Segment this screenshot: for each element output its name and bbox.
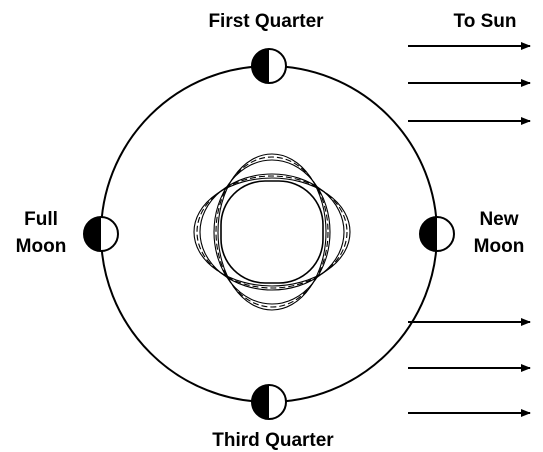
moon-orbit [100, 65, 438, 403]
tidal-bulge-horizontal-mid [196, 175, 348, 289]
label-full-moon-line1: Full [24, 209, 58, 230]
earth-tidal-bulges [193, 153, 351, 311]
label-new-moon-line1: New [479, 209, 518, 230]
tidal-bulge-vertical-outer [217, 153, 327, 311]
moon-third-quarter [251, 384, 287, 420]
moon-new-moon [419, 216, 455, 252]
sun-arrows-bottom [408, 318, 531, 417]
label-new-moon-line2: Moon [474, 236, 525, 257]
tidal-bulge-horizontal-outer [193, 177, 351, 287]
earth [220, 180, 324, 284]
label-full-moon-line2: Moon [16, 236, 67, 257]
tidal-bulge-horizontal-inner [199, 173, 345, 291]
label-third-quarter: Third Quarter [212, 430, 334, 451]
moon-first-quarter [251, 48, 287, 84]
label-to-sun: To Sun [454, 11, 517, 32]
sun-arrows-top [408, 42, 531, 125]
label-first-quarter: First Quarter [208, 11, 324, 32]
moon-full-moon [83, 216, 119, 252]
tidal-bulge-vertical-mid [215, 156, 329, 308]
tidal-bulge-vertical-inner [213, 159, 331, 305]
